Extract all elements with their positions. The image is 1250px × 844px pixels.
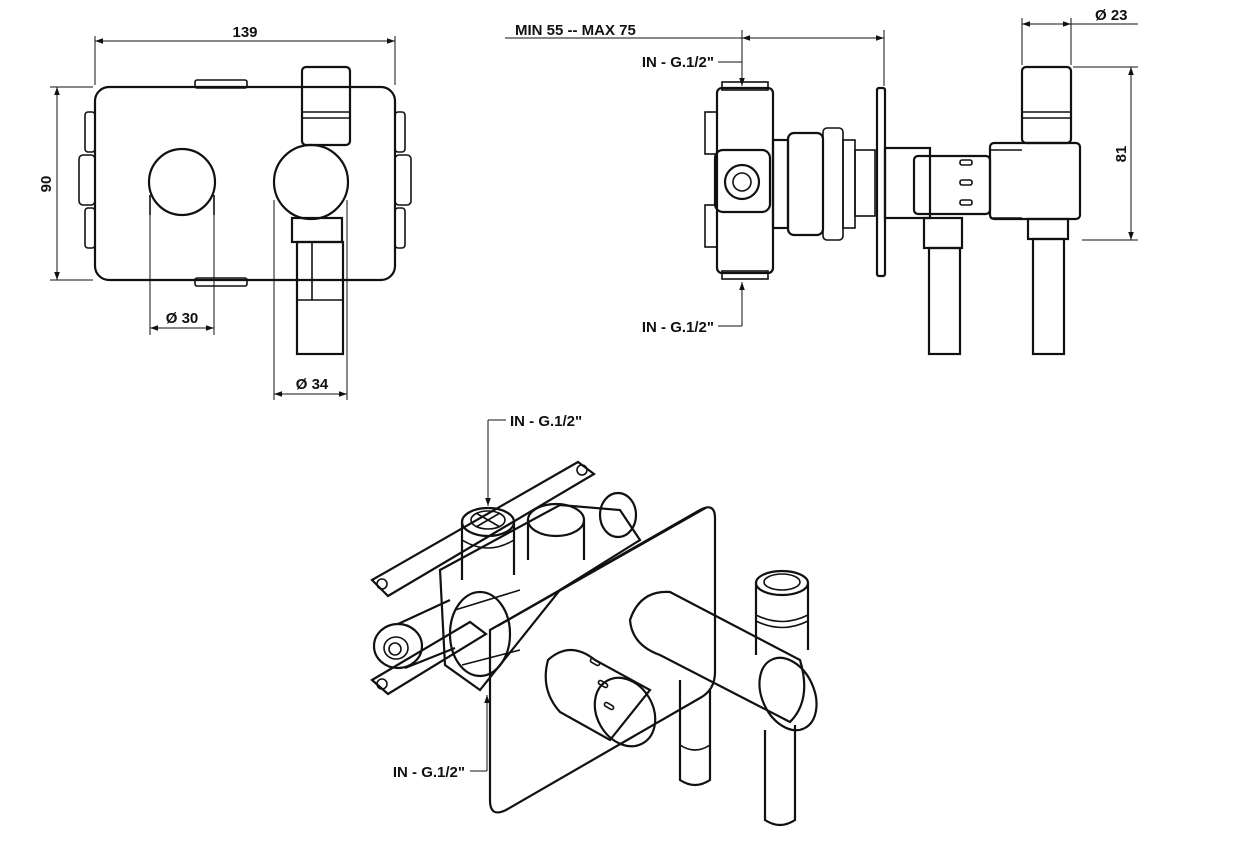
front-view-side-clamps (78, 79, 412, 287)
dim-knob-diameter-label: Ø 30 (166, 310, 199, 327)
side-top-inlet-callout: IN - G.1/2" (642, 54, 745, 86)
dim-height-label: 90 (38, 176, 55, 193)
front-cover-plate (93, 85, 397, 282)
iso-mounting-bracket (370, 460, 596, 696)
front-knob (147, 147, 217, 217)
iso-outlet (628, 569, 818, 827)
side-bottom-inlet-callout: IN - G.1/2" (642, 282, 745, 336)
iso-bottom-inlet-callout: IN - G.1/2" (393, 695, 490, 781)
iso-knob (544, 648, 657, 748)
iso-top-inlet-callout: IN - G.1/2" (485, 413, 582, 506)
dim-height-90: 90 (38, 86, 93, 281)
dim-side-outlet-diameter: Ø 23 (1021, 7, 1138, 65)
side-wall-plate (875, 86, 887, 278)
iso-wall-plate (488, 506, 717, 814)
dim-width-label: 139 (232, 24, 257, 41)
iso-top-inlet-label: IN - G.1/2" (510, 413, 582, 430)
iso-valve-body (372, 491, 642, 692)
side-bottom-inlet-label: IN - G.1/2" (642, 319, 714, 336)
dim-outlet-height: 81 (1073, 66, 1138, 241)
side-knob (883, 146, 1022, 220)
side-view: MIN 55 -- MAX 75 IN - G.1/2" IN - G.1/2"… (505, 7, 1138, 356)
side-valve-body (704, 81, 876, 280)
dim-depth-range-label: MIN 55 -- MAX 75 (515, 22, 636, 39)
iso-bottom-inlet-label: IN - G.1/2" (393, 764, 465, 781)
front-outlet (272, 65, 352, 356)
side-outlet (922, 65, 1082, 356)
dim-outlet-height-label: 81 (1113, 146, 1130, 163)
side-top-inlet-label: IN - G.1/2" (642, 54, 714, 71)
dim-outlet-diameter: Ø 34 (273, 200, 348, 400)
front-view: 139 90 Ø 30 Ø 34 (38, 24, 412, 400)
dim-width-139: 139 (94, 24, 396, 85)
dim-outlet-diameter-label: Ø 34 (296, 376, 329, 393)
dim-side-outlet-diameter-label: Ø 23 (1095, 7, 1128, 24)
isometric-view: IN - G.1/2" IN - G.1/2" (370, 413, 818, 827)
dim-knob-diameter: Ø 30 (149, 210, 215, 335)
dim-depth-range: MIN 55 -- MAX 75 (505, 22, 885, 86)
